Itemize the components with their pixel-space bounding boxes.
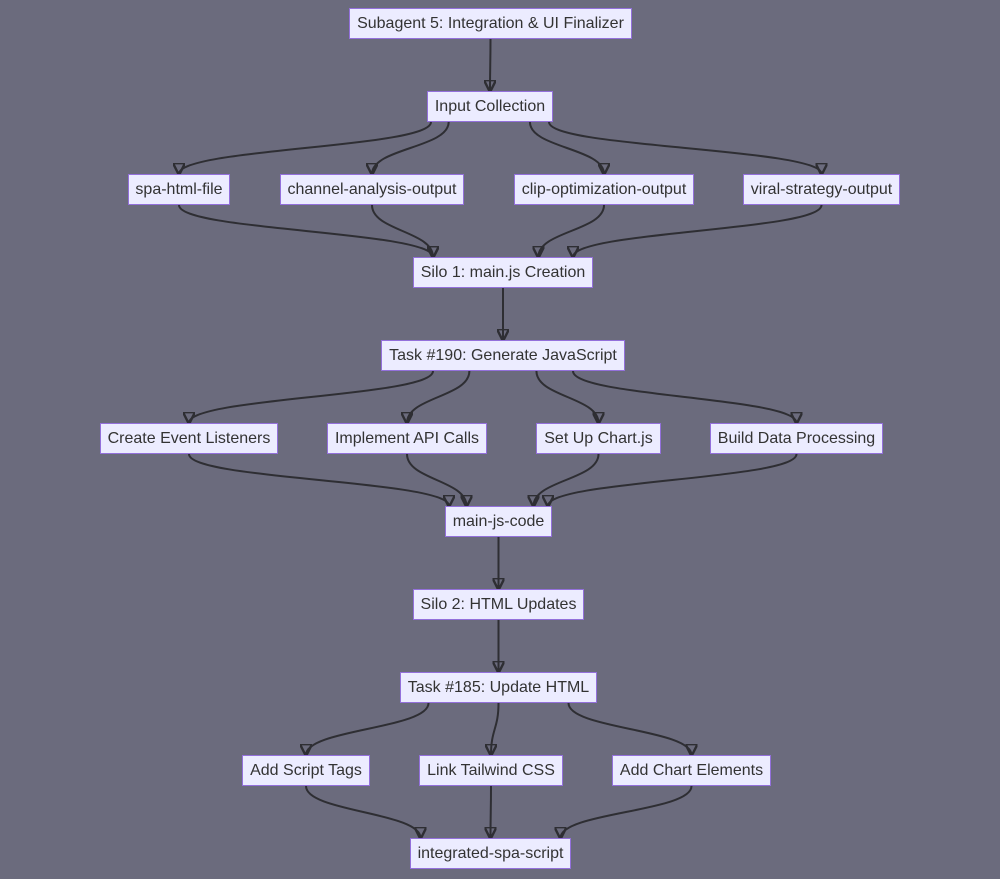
node-build-data-processing: Build Data Processing <box>710 423 883 454</box>
node-create-event-listeners: Create Event Listeners <box>100 423 278 454</box>
node-input-collection: Input Collection <box>427 91 553 122</box>
node-link-tailwind-css: Link Tailwind CSS <box>419 755 563 786</box>
node-integrated-spa-script: integrated-spa-script <box>410 838 571 869</box>
node-add-script-tags: Add Script Tags <box>242 755 370 786</box>
node-task-190-generate-javascript: Task #190: Generate JavaScript <box>381 340 625 371</box>
edge-input_collection-to-spa_html_file <box>179 121 432 174</box>
node-add-chart-elements: Add Chart Elements <box>612 755 771 786</box>
edge-task185-to-link_tailwind_css <box>491 702 500 755</box>
edge-task185-to-add_script_tags <box>306 702 430 755</box>
edge-link_tailwind_css-to-integrated_spa_script <box>491 785 492 838</box>
edge-channel_analysis_output-to-silo1 <box>371 204 433 257</box>
edge-input_collection-to-viral_strategy_output <box>548 121 822 174</box>
edge-implement_api_calls-to-main_js_code <box>406 453 466 506</box>
node-silo-1-mainjs-creation: Silo 1: main.js Creation <box>413 257 593 288</box>
edge-input_collection-to-channel_analysis_output <box>372 121 450 174</box>
node-viral-strategy-output: viral-strategy-output <box>743 174 900 205</box>
edge-create_event_listeners-to-main_js_code <box>188 453 449 506</box>
node-subagent-5-integration-ui-finalizer: Subagent 5: Integration & UI Finalizer <box>349 8 632 39</box>
edge-task190-to-build_data_processing <box>572 370 797 423</box>
edge-task190-to-setup_chartjs <box>535 370 598 423</box>
edge-viral_strategy_output-to-silo1 <box>573 204 823 257</box>
node-clip-optimization-output: clip-optimization-output <box>514 174 694 205</box>
node-silo-2-html-updates: Silo 2: HTML Updates <box>413 589 584 620</box>
edge-input_collection-to-clip_optimization_output <box>528 121 604 174</box>
edge-clip_optimization_output-to-silo1 <box>538 204 605 257</box>
edge-subagent-to-input_collection <box>490 38 491 91</box>
edge-task185-to-add_chart_elements <box>567 702 692 755</box>
node-task-185-update-html: Task #185: Update HTML <box>400 672 597 703</box>
edge-build_data_processing-to-main_js_code <box>548 453 798 506</box>
node-channel-analysis-output: channel-analysis-output <box>280 174 464 205</box>
edge-setup_chartjs-to-main_js_code <box>534 453 600 506</box>
edge-task190-to-implement_api_calls <box>407 370 471 423</box>
node-set-up-chartjs: Set Up Chart.js <box>536 423 661 454</box>
edge-add_chart_elements-to-integrated_spa_script <box>561 785 693 838</box>
edge-spa_html_file-to-silo1 <box>178 204 433 257</box>
node-spa-html-file: spa-html-file <box>128 174 230 205</box>
edge-task190-to-create_event_listeners <box>189 370 434 423</box>
node-implement-api-calls: Implement API Calls <box>327 423 487 454</box>
edge-add_script_tags-to-integrated_spa_script <box>305 785 421 838</box>
node-main-js-code: main-js-code <box>445 506 552 537</box>
